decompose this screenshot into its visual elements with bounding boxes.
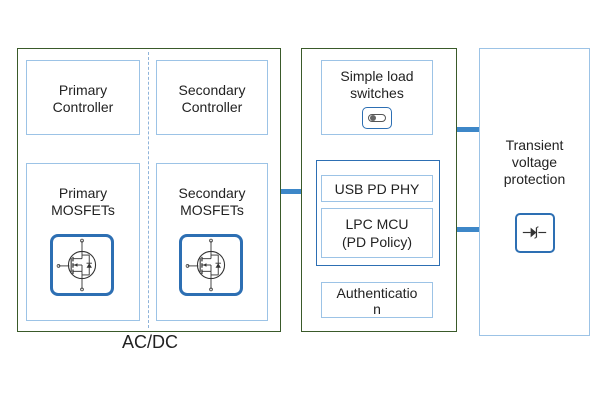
primary-controller-label-line1: Primary bbox=[58, 82, 108, 98]
primary-controller-label-line2: Controller bbox=[52, 99, 114, 115]
usb-pd-phy-box: USB PD PHY bbox=[321, 175, 433, 202]
acdc-divider bbox=[148, 52, 149, 328]
usb-pd-phy-label: USB PD PHY bbox=[334, 181, 420, 197]
primary-controller-box: Primary Controller bbox=[26, 60, 140, 135]
authentication-box: Authenticatio n bbox=[321, 282, 433, 318]
mosfet-icon bbox=[50, 234, 114, 296]
tvs-diode-icon bbox=[515, 213, 555, 253]
secondary-mosfets-label-line2: MOSFETs bbox=[180, 202, 244, 218]
acdc-group bbox=[17, 48, 281, 332]
secondary-controller-box: Secondary Controller bbox=[156, 60, 268, 135]
lpc-mcu-label-line1: LPC MCU bbox=[345, 216, 409, 232]
lpc-mcu-label-line2: (PD Policy) bbox=[341, 234, 412, 250]
tvs-label-line2: voltage bbox=[511, 154, 558, 170]
connector-pd-tvs-bottom bbox=[457, 227, 479, 232]
authentication-label-line1: Authenticatio bbox=[336, 285, 418, 301]
pd-controller-block bbox=[316, 160, 440, 266]
secondary-mosfets-label-line1: Secondary bbox=[178, 185, 246, 201]
primary-mosfets-label-line1: Primary bbox=[58, 185, 108, 201]
tvs-box: Transient voltage protection bbox=[479, 48, 590, 336]
connector-acdc-pd bbox=[281, 189, 301, 194]
tvs-label-line1: Transient bbox=[505, 137, 564, 153]
lpc-mcu-box: LPC MCU (PD Policy) bbox=[321, 208, 433, 258]
secondary-controller-label-line1: Secondary bbox=[178, 82, 246, 98]
secondary-controller-label-line2: Controller bbox=[181, 99, 243, 115]
load-switches-label-line2: switches bbox=[350, 85, 404, 101]
mosfet-icon bbox=[179, 234, 243, 296]
connector-pd-tvs-top bbox=[457, 127, 479, 132]
toggle-track bbox=[368, 114, 386, 122]
usb-pd-group bbox=[301, 48, 457, 332]
toggle-knob bbox=[370, 115, 376, 121]
load-switches-label-line1: Simple load bbox=[340, 68, 414, 84]
authentication-label-line2: n bbox=[373, 301, 381, 317]
primary-mosfets-label-line2: MOSFETs bbox=[51, 202, 115, 218]
tvs-label-line3: protection bbox=[503, 171, 566, 187]
acdc-caption: AC/DC bbox=[121, 332, 178, 352]
